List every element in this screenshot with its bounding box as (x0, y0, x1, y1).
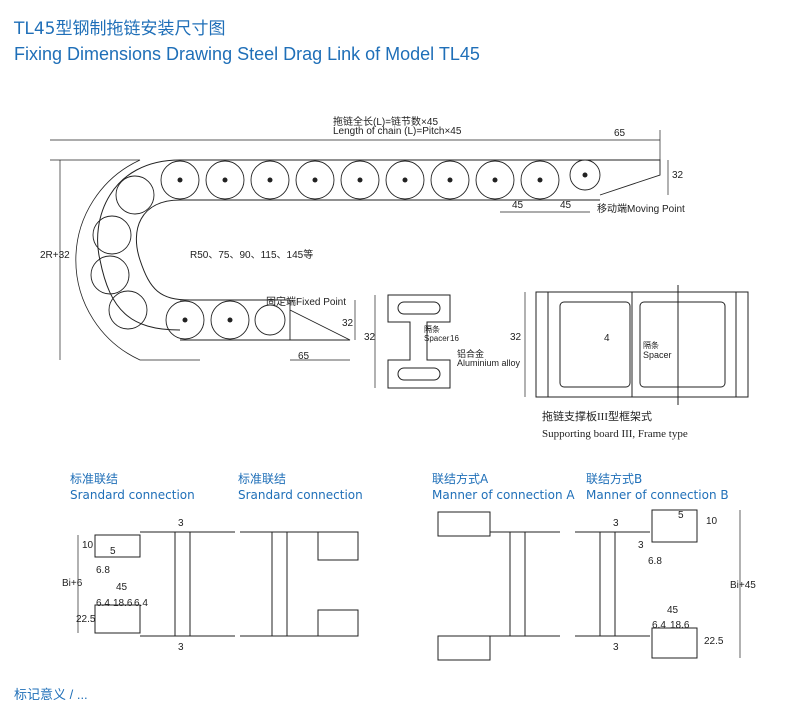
profile-alloy-en: Aluminium alloy (457, 358, 521, 368)
conn-left-d68: 6.8 (96, 565, 110, 576)
conn-b-d3a: 3 (613, 518, 619, 529)
dim-45-a: 45 (512, 200, 524, 211)
frame-dim-4: 4 (604, 333, 610, 344)
conn-left-d64a: 6.4 (96, 598, 110, 609)
aluminium-profile (374, 294, 451, 389)
connection-drawings (77, 509, 741, 661)
dim-32-fixed: 32 (342, 318, 354, 329)
section-4-en: Manner of connection B (586, 488, 729, 502)
frame-spacer-cn: 隔条 (643, 341, 659, 350)
frame-caption-cn: 拖链支撑板III型框架式 (542, 411, 652, 423)
footer-label: 标记意义 / ... (14, 687, 88, 702)
conn-b-d10: 10 (706, 516, 718, 527)
fixed-point-label: 固定端Fixed Point (266, 297, 347, 308)
section-1-cn: 标准联结 (70, 472, 119, 486)
conn-b-dbi45: Bi+45 (730, 580, 756, 591)
page-title-cn: TL45型钢制拖链安装尺寸图 (14, 19, 226, 39)
dim-45-b: 45 (560, 200, 572, 211)
conn-left-d10: 10 (82, 540, 94, 551)
conn-b-d64: 6.4 (652, 620, 666, 631)
profile-spacer-cn: 隔条 (424, 325, 440, 334)
conn-left-d3b: 3 (178, 642, 184, 653)
conn-left-dbi6: Bi+6 (62, 578, 83, 589)
moving-point-label: 移动端Moving Point (597, 204, 685, 215)
conn-left-d5: 5 (110, 546, 116, 557)
conn-b-d68: 6.8 (648, 556, 662, 567)
section-4-cn: 联结方式B (586, 472, 643, 486)
chain-length-en: Length of chain (L)=Pitch×45 (333, 126, 462, 137)
frame-dim-32: 32 (510, 332, 522, 343)
dim-32-top: 32 (672, 170, 684, 181)
section-3-en: Manner of connection A (432, 488, 575, 502)
conn-b-d3b: 3 (638, 540, 644, 551)
profile-spacer-en: Spacer (424, 334, 450, 343)
conn-b-d3c: 3 (613, 642, 619, 653)
section-3-cn: 联结方式A (432, 472, 489, 486)
radius-list: R50、75、90、115、145等 (190, 250, 314, 261)
conn-b-d186: 18.6 (670, 620, 690, 631)
dim-2r-label: 2R+32 (40, 250, 70, 261)
upper-link-disks (90, 159, 601, 340)
section-1-en: Srandard connection (70, 488, 195, 502)
conn-b-d225: 22.5 (704, 636, 724, 647)
conn-left-d225: 22.5 (76, 614, 96, 625)
conn-left-d45: 45 (116, 582, 128, 593)
frame-support (524, 285, 749, 405)
frame-caption-en: Supporting board III, Frame type (542, 428, 688, 440)
profile-dim-16: 16 (450, 334, 459, 343)
chain-length-cn: 拖链全长(L)=链节数×45 (333, 117, 439, 128)
conn-b-d45: 45 (667, 605, 679, 616)
frame-spacer-en: Spacer (643, 350, 672, 360)
profile-alloy-cn: 铝合金 (457, 349, 485, 359)
dim-65-top: 65 (614, 128, 626, 139)
conn-left-d3a: 3 (178, 518, 184, 529)
page-title-en: Fixing Dimensions Drawing Steel Drag Lin… (14, 44, 480, 64)
conn-b-d5: 5 (678, 510, 684, 521)
dim-65-bottom: 65 (298, 351, 310, 362)
profile-dim-32: 32 (364, 332, 376, 343)
section-2-en: Srandard connection (238, 488, 363, 502)
conn-left-d186: 18.6 (113, 598, 133, 609)
conn-left-d64b: 6.4 (134, 598, 148, 609)
section-2-cn: 标准联结 (238, 472, 287, 486)
